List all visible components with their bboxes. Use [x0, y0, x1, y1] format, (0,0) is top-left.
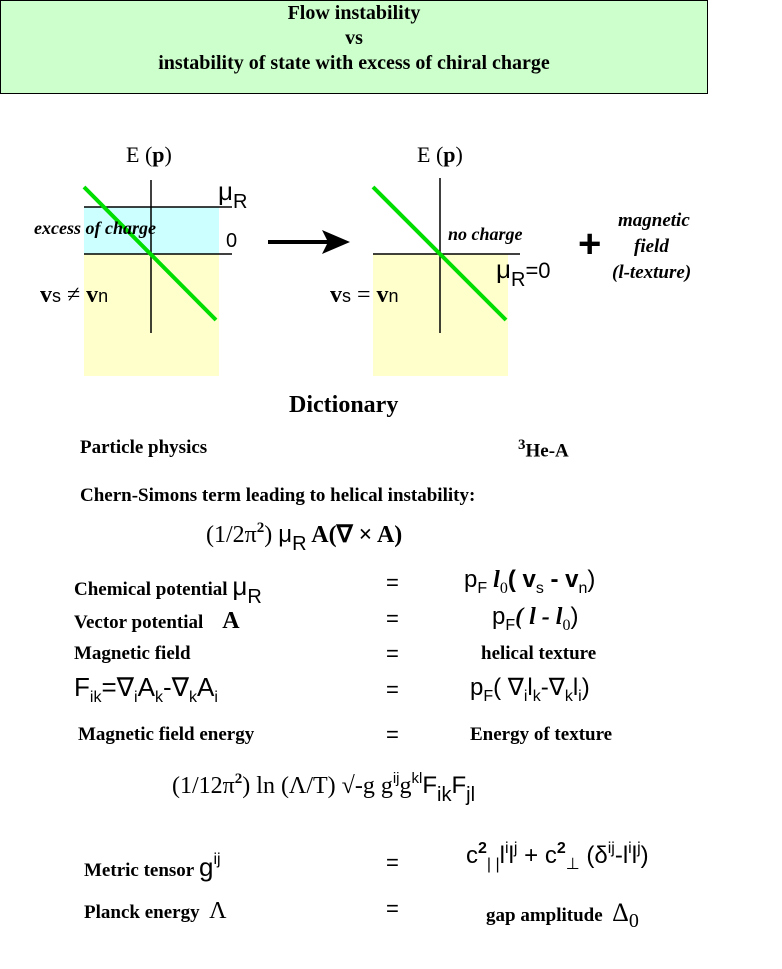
plus-label-line-1: magnetic: [618, 210, 690, 231]
title-line-2: vs: [345, 27, 363, 49]
dispersion-diagrams: [82, 178, 520, 376]
row-metric-right: c2| |lilj + c2⊥ (δij-lilj): [466, 840, 649, 873]
row-magnetic-field-eq: =: [386, 641, 399, 666]
plus-label-line-3: (l-texture): [612, 262, 692, 283]
right-dispersion-line: [371, 185, 508, 322]
column-he3a: 3He-A: [518, 437, 569, 462]
row-field-tensor-left: Fik=∇iAk-∇kAi: [74, 672, 218, 706]
row-vector-potential-eq: =: [386, 606, 399, 631]
right-velocity-relation: vs = vn: [330, 282, 399, 308]
energy-formula: (1/12π2) ln (Λ/T) √-g gijgklFikFjl: [172, 770, 476, 806]
left-velocity-relation: vs ≠ vn: [40, 282, 109, 308]
right-axis-label: E (p): [417, 142, 463, 167]
left-zero-label: 0: [226, 230, 238, 252]
row-planck-left: Planck energy Λ: [84, 898, 227, 924]
title-box: Flow instability vs instability of state…: [0, 0, 708, 94]
right-mu-label: μR=0: [496, 254, 551, 291]
plus-sign: +: [578, 222, 602, 266]
row-field-tensor-eq: =: [386, 677, 399, 702]
row-chemical-potential-left: Chemical potential μR: [74, 571, 262, 608]
row-field-energy-eq: =: [386, 722, 399, 747]
row-chemical-potential-right: pF l0( vs - vn): [464, 566, 596, 597]
row-metric-eq: =: [386, 850, 399, 875]
left-dispersion-line: [82, 185, 218, 322]
row-field-tensor-right: pF( ∇ilk-∇kli): [470, 674, 590, 705]
left-mu-label: μR: [218, 176, 248, 213]
dictionary-heading: Dictionary: [289, 392, 399, 418]
title-line-1: Flow instability: [287, 2, 421, 24]
row-metric-left: Metric tensor gij: [84, 851, 221, 882]
row-planck-right: gap amplitude Δ0: [486, 898, 639, 932]
row-magnetic-field-right: helical texture: [481, 643, 597, 664]
chern-simons-formula: (1/2π2) μR A(∇ × A): [206, 520, 403, 555]
row-vector-potential-left: Vector potential A: [74, 608, 240, 634]
row-chemical-potential-eq: =: [386, 570, 399, 595]
transition-arrow-head: [322, 230, 350, 254]
right-region-label: no charge: [448, 224, 523, 244]
row-magnetic-field-left: Magnetic field: [74, 643, 191, 664]
title-line-3: instability of state with excess of chir…: [158, 52, 550, 74]
row-field-energy-right: Energy of texture: [470, 724, 613, 745]
chern-simons-heading: Chern-Simons term leading to helical ins…: [80, 485, 476, 506]
left-axis-label: E (p): [126, 142, 172, 167]
row-planck-eq: =: [386, 896, 399, 921]
plus-label-line-2: field: [634, 236, 669, 257]
left-region-label: excess of charge: [34, 218, 156, 238]
column-particle-physics: Particle physics: [80, 437, 208, 458]
row-vector-potential-right: pF( l - l0): [492, 603, 579, 634]
row-field-energy-left: Magnetic field energy: [78, 724, 255, 745]
